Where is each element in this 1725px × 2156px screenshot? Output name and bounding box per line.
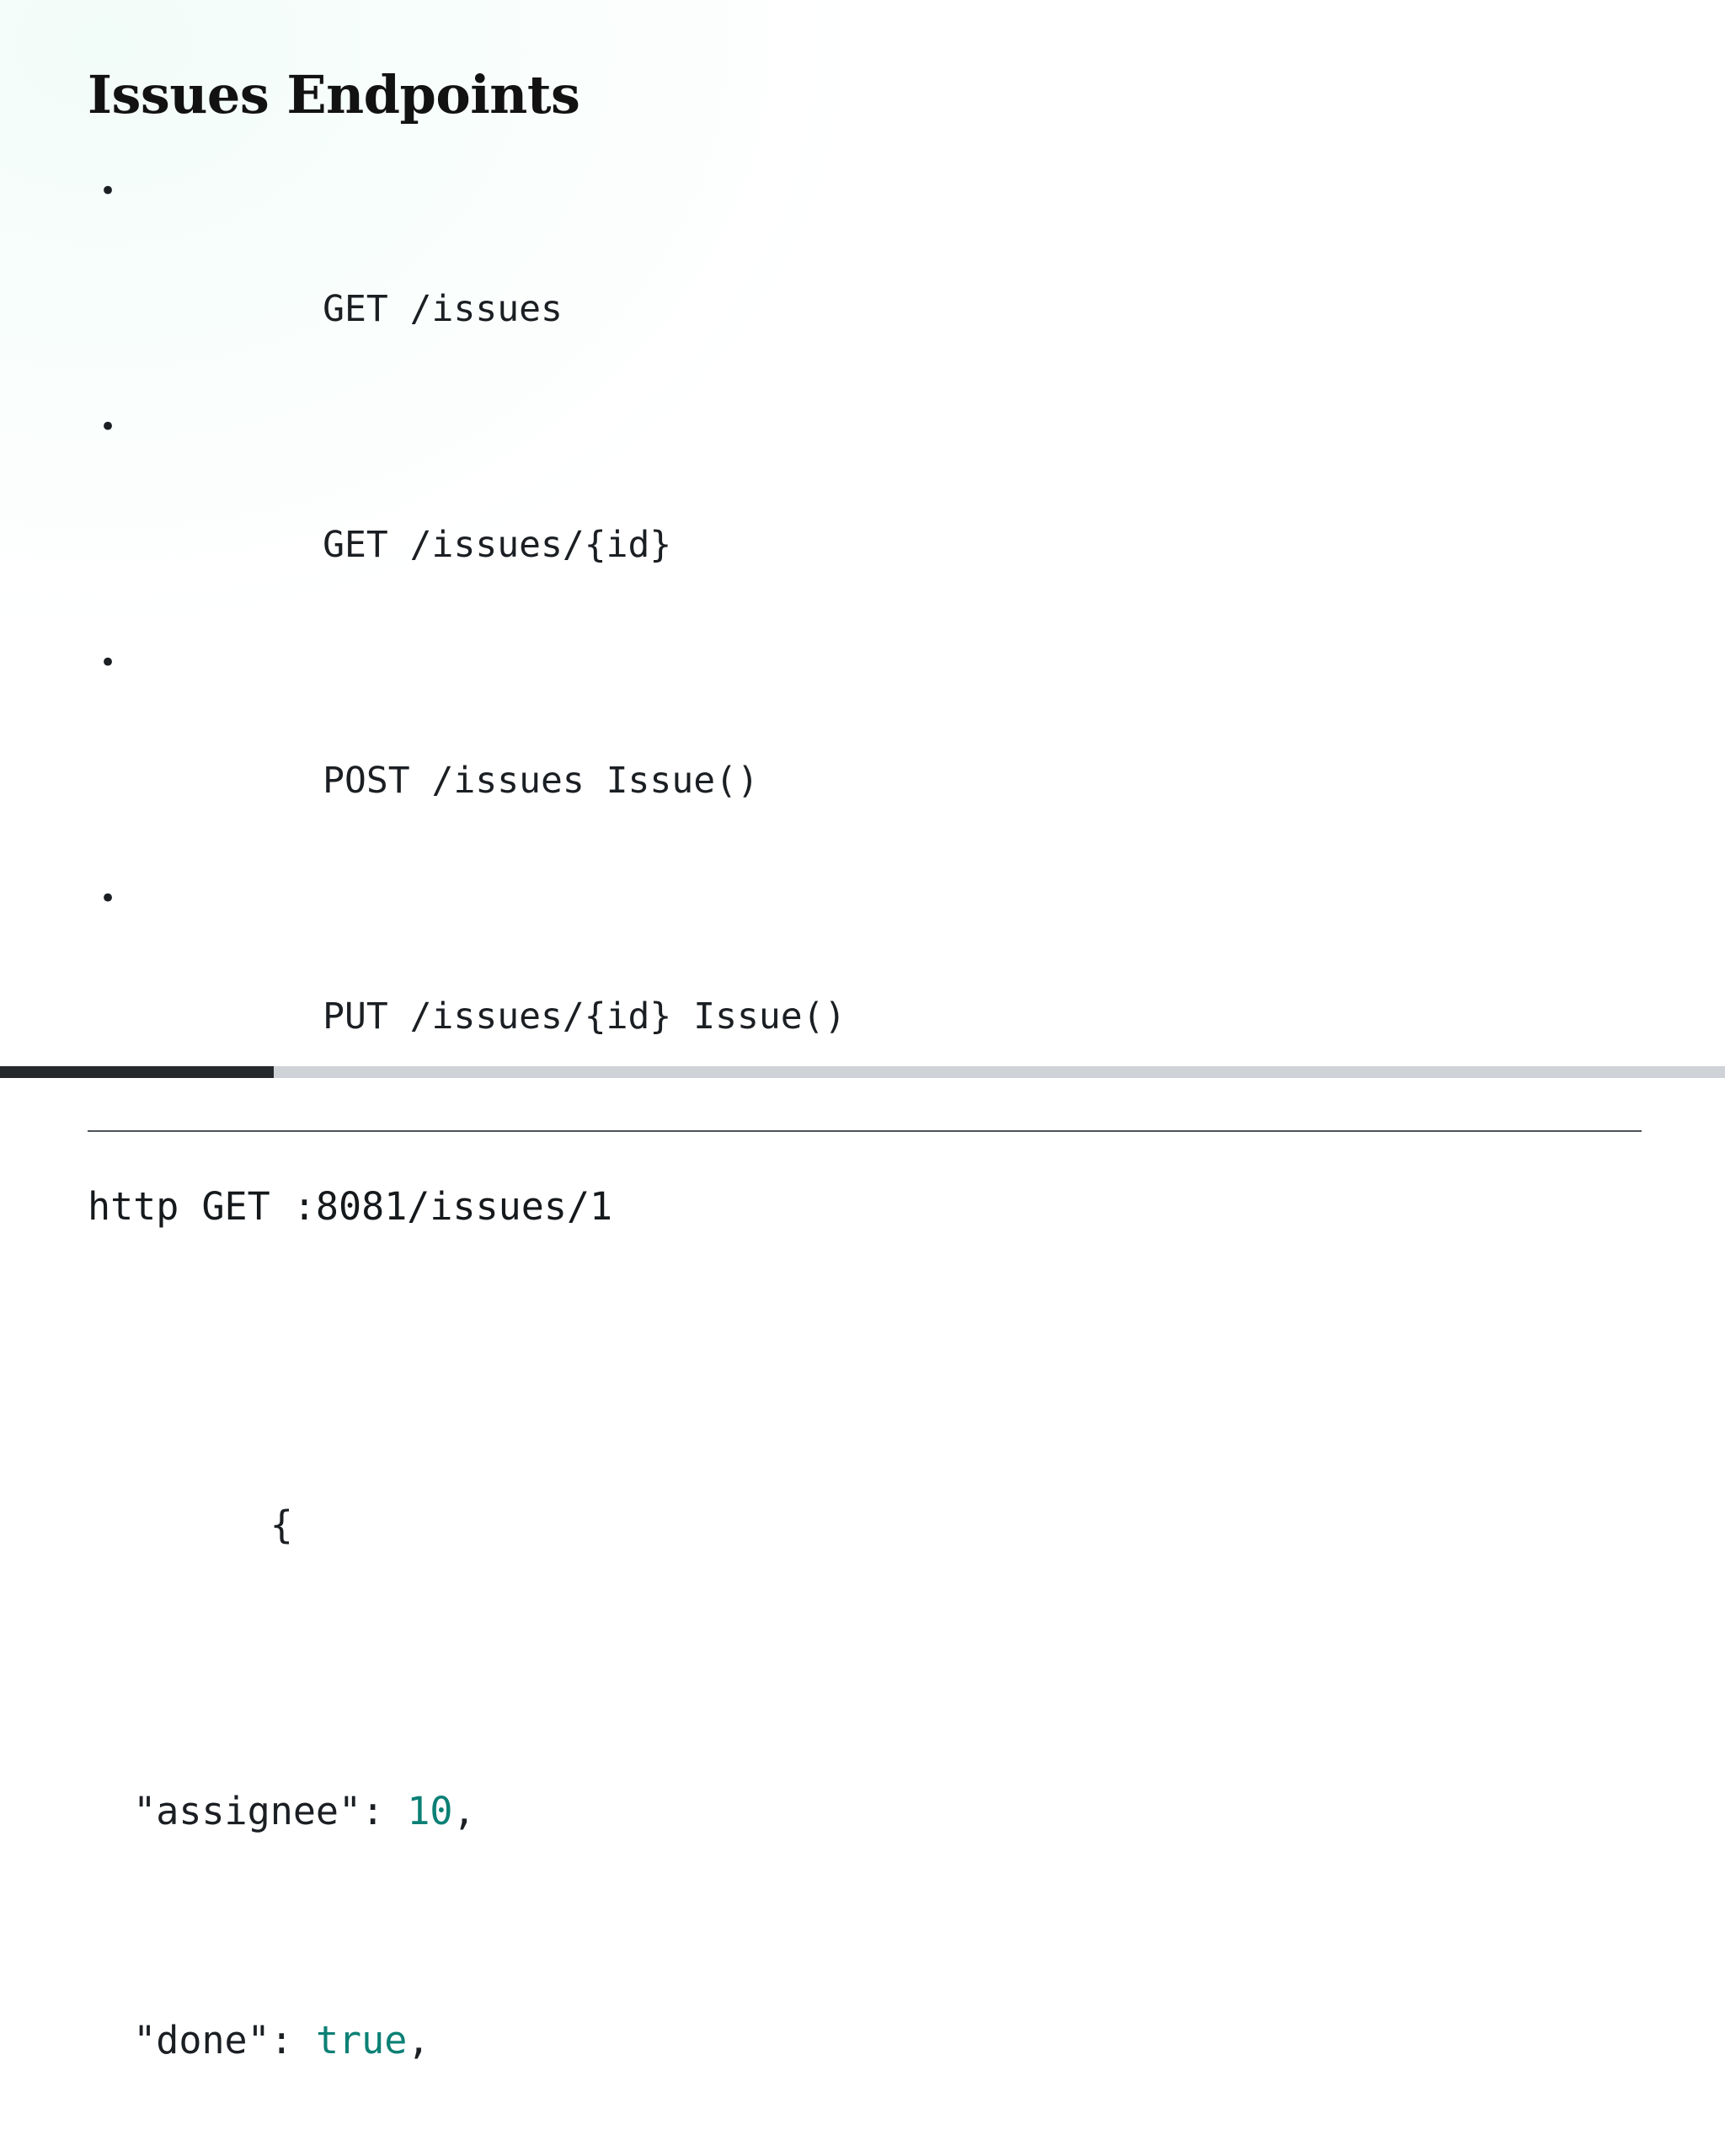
list-item: • GET /issues <box>88 162 1654 398</box>
endpoint-text: GET /issues <box>323 288 563 330</box>
json-open-brace: { <box>88 1439 1654 1611</box>
json-response: { "assignee": 10, "done": true, "id": 1,… <box>88 1225 1654 2156</box>
json-indent <box>88 2018 133 2063</box>
bullet-icon: • <box>99 646 117 680</box>
bullet-icon: • <box>99 174 117 208</box>
json-separator: : <box>270 2018 316 2063</box>
json-indent <box>88 1789 133 1833</box>
shell-command: http GET :8081/issues/1 <box>88 1184 613 1229</box>
endpoint-text: PUT /issues/{id} Issue() <box>323 995 846 1038</box>
slide-progress-bar[interactable] <box>0 1066 1725 1078</box>
json-comma: , <box>452 1789 476 1833</box>
bullet-icon: • <box>99 410 117 444</box>
json-value: true <box>315 2018 408 2063</box>
slide-progress-fill <box>0 1066 274 1078</box>
json-key: "assignee" <box>133 1789 362 1833</box>
list-item: • POST /issues Issue() <box>88 633 1654 869</box>
json-comma: , <box>407 2018 430 2063</box>
endpoint-text: GET /issues/{id} <box>323 524 672 566</box>
json-property-row: "assignee": 10, <box>88 1783 1654 1840</box>
presentation-slide: Issues Endpoints • GET /issues • GET /is… <box>0 0 1725 2063</box>
bullet-icon: • <box>99 882 117 915</box>
list-item: • GET /issues/{id} <box>88 398 1654 633</box>
brace-glyph: { <box>270 1502 293 1547</box>
json-value: 10 <box>407 1789 453 1833</box>
json-property-row: "done": true, <box>88 2012 1654 2069</box>
json-separator: : <box>361 1789 408 1833</box>
page-title: Issues Endpoints <box>88 64 580 125</box>
endpoint-text: POST /issues Issue() <box>323 760 759 802</box>
list-item: • PUT /issues/{id} Issue() <box>88 869 1654 1105</box>
endpoints-list: • GET /issues • GET /issues/{id} • POST … <box>88 121 1654 1105</box>
json-key: "done" <box>133 2018 270 2063</box>
slide-content: Issues Endpoints • GET /issues • GET /is… <box>88 0 1654 2156</box>
